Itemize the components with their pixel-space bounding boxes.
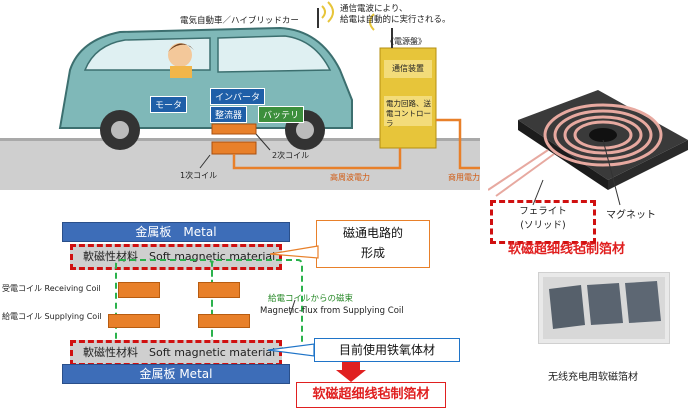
supplying-coil-label: 給電コイル Supplying Coil [2, 312, 102, 321]
inverter-label: インバータ [210, 88, 266, 105]
receiving-coil-left [118, 282, 160, 298]
coil-red-title: 软磁超细线毡制箔材 [508, 242, 626, 257]
callout-magnetic-path-line2: 形成 [360, 246, 385, 260]
vehicle-title: 電気自動車／ハイブリッドカー [180, 16, 299, 26]
hf-power-label: 高周波電力 [330, 173, 370, 182]
foil-caption: 无线充电用软磁箔材 [548, 372, 638, 383]
bottom-red-title: 软磁超细线毡制箔材 [312, 387, 430, 402]
ferrite-box: フェライト (ソリッド) [490, 200, 596, 244]
comm-note-line2: 給電は自動的に実行される。 [340, 15, 451, 25]
comm-note-line1: 通信電波により、 [340, 4, 408, 14]
comm-note: 通信電波により、 給電は自動的に実行される。 [340, 4, 451, 26]
down-arrow-icon [336, 362, 366, 382]
power-panel-title: 《電源盤》 [386, 37, 426, 46]
foil-sheets-graphic [543, 277, 665, 339]
supplying-coil-left [108, 314, 160, 328]
ev-scene-graphic [0, 1, 480, 190]
soft-bottom: 軟磁性材料 Soft magnetic material [70, 340, 282, 366]
receiving-coil-right [198, 282, 240, 298]
callout-pointer-bottom [268, 343, 315, 357]
coil-graphic [488, 90, 688, 206]
flux-loop-right [211, 259, 303, 349]
flux-label-en: Magnetic-flux from Supplying Coil [260, 306, 404, 316]
commercial-power-label: 商用電力 [448, 173, 480, 182]
callout-ferrite: 目前使用铁氧体材 [314, 338, 460, 362]
callout-pointer-top [270, 245, 319, 259]
metal-top: 金属板 Metal [62, 222, 290, 242]
ferrite-label-line1: フェライト [519, 206, 567, 217]
coil-photo: フェライト (ソリッド) マグネット 软磁超细线毡制箔材 [488, 80, 698, 257]
secondary-coil [211, 123, 257, 135]
callout-magnetic-path: 磁通电路的 形成 [316, 220, 430, 268]
flux-label-jp: 給電コイルからの磁束 [268, 294, 354, 304]
ferrite-label-line2: (ソリッド) [520, 220, 566, 231]
soft-top: 軟磁性材料 Soft magnetic material [70, 244, 282, 270]
receiving-coil-label: 受電コイル Receiving Coil [2, 284, 101, 293]
battery-label: バッテリ [258, 106, 305, 123]
metal-bottom: 金属板 Metal [62, 364, 290, 384]
foil-photo [538, 272, 670, 344]
magnet-label: マグネット [606, 210, 656, 221]
hf-power-line [232, 148, 402, 170]
rectifier-label: 整流器 [210, 106, 248, 123]
secondary-coil-label: 2次コイル [272, 151, 310, 160]
motor-label: モータ [150, 96, 188, 113]
driver-head [168, 43, 192, 67]
power-controller-label: 電力回路、送電コントローラ [386, 99, 431, 128]
ev-charging-diagram: 電気自動車／ハイブリッドカー 通信電波により、 給電は自動的に実行される。 《電… [0, 0, 480, 200]
supplying-coil-right [198, 314, 250, 328]
primary-coil [211, 141, 257, 155]
callout-magnetic-path-line1: 磁通电路的 [342, 226, 403, 240]
flux-loop-left [115, 259, 213, 349]
bottom-red-title-box: 软磁超细线毡制箔材 [296, 382, 446, 408]
primary-coil-label: 1次コイル [180, 171, 218, 180]
comm-device-label: 通信装置 [392, 64, 424, 73]
